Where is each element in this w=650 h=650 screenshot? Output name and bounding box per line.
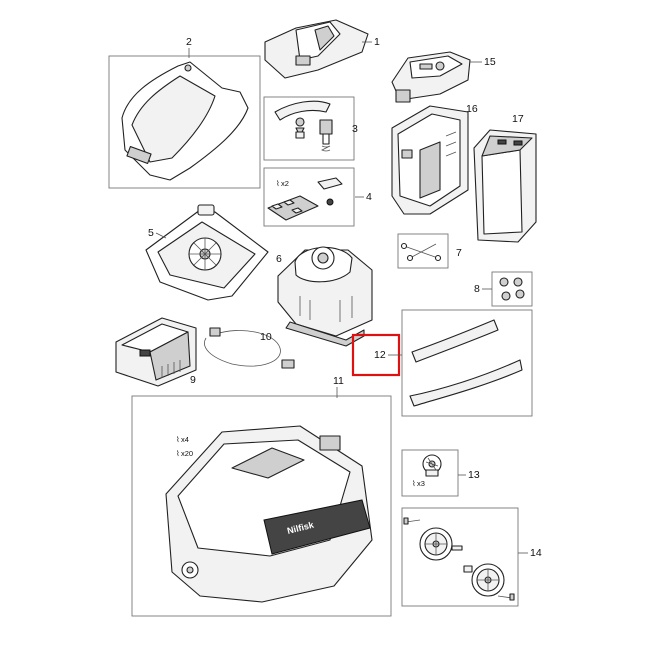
callout-2: 2 xyxy=(186,36,192,48)
part-16-battery-compartment[interactable] xyxy=(391,105,469,215)
callout-8: 8 xyxy=(474,283,480,295)
callout-9: 9 xyxy=(190,374,196,386)
callout-16: 16 xyxy=(466,103,478,115)
callout-12: 12 xyxy=(374,349,386,361)
part-7-cable-ties[interactable] xyxy=(397,233,449,269)
callout-5: 5 xyxy=(148,227,154,239)
callout-13: 13 xyxy=(468,469,480,481)
callout-6: 6 xyxy=(276,253,282,265)
quantity-11a: x4 xyxy=(181,435,189,444)
part-4-control-board[interactable]: ⌇ xyxy=(263,167,355,227)
callout-11: 11 xyxy=(333,375,344,387)
screw-icon-13: ⌇ xyxy=(412,479,416,488)
screw-icon-11b: ⌇ xyxy=(176,449,180,458)
svg-text:⌇: ⌇ xyxy=(276,179,280,188)
part-1-handle[interactable] xyxy=(264,19,369,79)
part-17-battery[interactable] xyxy=(473,129,537,243)
part-3-switch-kit[interactable] xyxy=(263,96,355,161)
callout-14: 14 xyxy=(530,547,542,559)
callout-7: 7 xyxy=(456,247,462,259)
callout-15: 15 xyxy=(484,56,496,68)
part-11-main-body[interactable]: Nilfisk xyxy=(131,395,392,617)
part-12-gasket-strips[interactable] xyxy=(401,309,533,417)
part-14-wheels[interactable] xyxy=(401,507,519,607)
quantity-13: x3 xyxy=(417,479,425,488)
callout-1: 1 xyxy=(374,36,380,48)
callout-3: 3 xyxy=(352,123,358,135)
part-6-motor-housing[interactable] xyxy=(277,246,373,347)
part-13-caster[interactable] xyxy=(401,449,459,497)
callout-17: 17 xyxy=(512,113,524,125)
part-15-top-panel[interactable] xyxy=(391,51,471,103)
callout-10: 10 xyxy=(260,331,272,343)
quantity-11b: x20 xyxy=(181,449,193,458)
part-8-nuts[interactable] xyxy=(491,271,533,307)
part-5-filter-grille[interactable] xyxy=(145,204,269,301)
part-10-power-cable[interactable] xyxy=(204,327,295,369)
part-9-charger[interactable] xyxy=(115,317,197,387)
part-2-lid-cover[interactable] xyxy=(108,55,261,189)
screw-icon-11a: ⌇ xyxy=(176,435,180,444)
callout-4: 4 xyxy=(366,191,372,203)
quantity-4: x2 xyxy=(281,179,289,188)
